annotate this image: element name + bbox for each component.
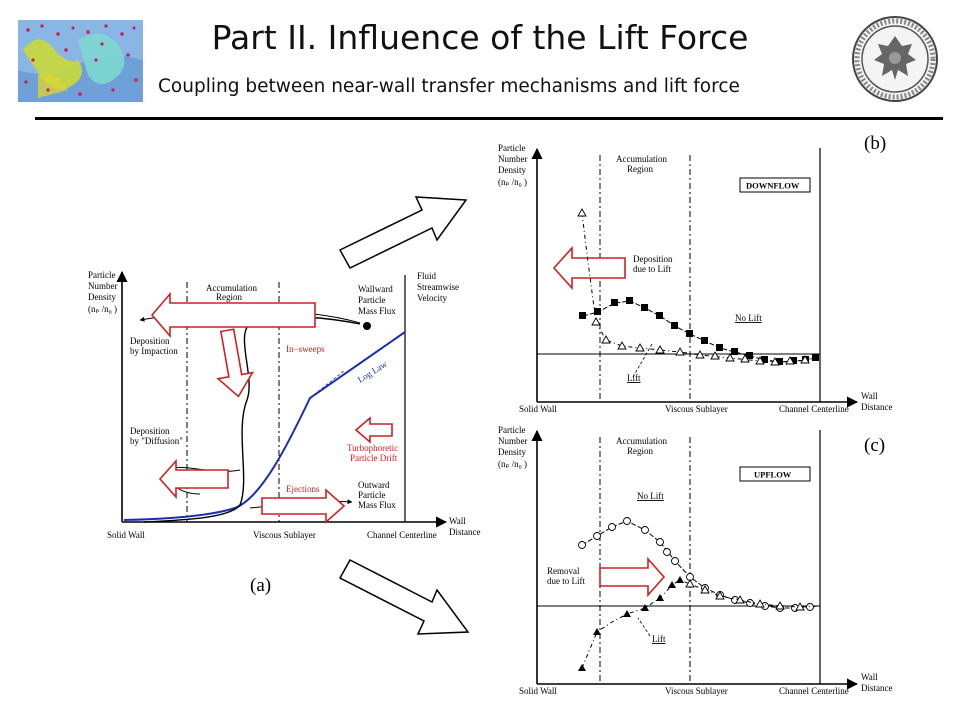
- panel-c-lift-pointer: [637, 617, 651, 637]
- panel-a-loglaw-extension: [309, 369, 346, 399]
- panel-b-dep-lift-1: Deposition: [633, 254, 673, 264]
- panel-c-x-viscous: Viscous Sublayer: [665, 686, 728, 696]
- panel-a-turbo-1: Turbophoretic: [347, 443, 398, 453]
- panel-c-accum-label-2: Region: [627, 446, 653, 456]
- panel-a-outward-3: Mass Flux: [358, 500, 396, 510]
- panel-a-wallward-label-1: Wallward: [358, 284, 393, 294]
- panel-a-x-viscous: Viscous Sublayer: [253, 530, 316, 540]
- panel-a-x-solid: Solid Wall: [107, 530, 145, 540]
- panel-b-lift-label: Lift: [627, 373, 641, 383]
- panel-c-lift-curve: [581, 579, 816, 669]
- panel-c-nolift-curve: [581, 520, 819, 609]
- page-subtitle: Coupling between near-wall transfer mech…: [158, 76, 740, 97]
- panel-a-ylabel-line2: Number: [88, 281, 118, 291]
- panel-a-ylabel-line1: Particle: [88, 270, 116, 280]
- panel-c-removal-2: due to Lift: [547, 576, 585, 586]
- panel-a-turbophoretic-red-arrow: [354, 416, 393, 444]
- panel-b-x-viscous: Viscous Sublayer: [665, 404, 728, 414]
- panel-b-deposition-red-arrow: [552, 245, 626, 291]
- panel-a-dep-diff-1: Deposition: [130, 426, 170, 436]
- panel-c-x-solid: Solid Wall: [519, 686, 557, 696]
- panel-c-lift-markers: [578, 576, 684, 671]
- panel-a-ylabel-line4: (nₚ /n₀ ): [88, 304, 117, 314]
- panel-b-x-wall-1: Wall: [861, 391, 878, 401]
- panel-a-accum-label-2: Region: [216, 292, 242, 302]
- panel-b-label: (b): [864, 133, 886, 154]
- panel-a-x-wall-2: Distance: [449, 527, 481, 537]
- panel-b: Particle Number Density (nₚ /n₀ ) Accumu…: [498, 133, 893, 414]
- panel-b-accum-label-1: Accumulation: [616, 154, 667, 164]
- panel-b-ylabel-line1: Particle: [498, 143, 526, 153]
- panel-c-accum-label-1: Accumulation: [616, 436, 667, 446]
- panel-b-x-solid: Solid Wall: [519, 404, 557, 414]
- panel-a-dep-impact-1: Deposition: [130, 336, 170, 346]
- panel-a-ejection-red-arrow: [261, 488, 346, 524]
- panel-c: Particle Number Density (nₚ /n₀ ) Accumu…: [498, 425, 893, 696]
- panel-a-wallward-label-3: Mass Flux: [358, 306, 396, 316]
- panel-a-fluid-label-3: Velocity: [417, 293, 447, 303]
- panel-a: Particle Number Density (nₚ /n₀ ) Accumu…: [88, 270, 481, 596]
- panel-b-ylabel-line3: Density: [498, 165, 526, 175]
- arrow-to-panel-b: [338, 196, 468, 269]
- panel-a-outward-2: Particle: [358, 490, 386, 500]
- panel-a-velocity-curve: [123, 331, 406, 521]
- panel-a-impaction-red-arrow: [150, 291, 316, 339]
- panel-b-lift-pointer: [632, 343, 653, 378]
- panel-b-nolift-label: No Lift: [735, 313, 762, 323]
- panel-c-removal-red-arrow: [599, 556, 666, 598]
- arrow-to-panel-c: [338, 559, 470, 635]
- panel-c-x-center: Channel Centerline: [779, 686, 849, 696]
- panel-a-turbo-2: Particle Drift: [350, 453, 398, 463]
- panel-a-ylabel-line3: Density: [88, 292, 116, 302]
- panel-a-outward-1: Outward: [358, 480, 390, 490]
- panel-c-flow-label: UPFLOW: [754, 470, 792, 480]
- panel-a-x-center: Channel Centerline: [367, 530, 437, 540]
- panel-a-dep-diff-2: by "Diffusion": [130, 436, 183, 446]
- panel-a-label: (a): [250, 575, 271, 596]
- panel-b-lift-curve: [581, 212, 816, 363]
- panel-b-flow-box: [739, 177, 811, 193]
- panel-b-accum-label-2: Region: [627, 164, 653, 174]
- panel-c-flow-box: [739, 466, 811, 482]
- panel-b-x-wall-2: Distance: [861, 402, 893, 412]
- panel-a-x-wall-1: Wall: [449, 516, 466, 526]
- panel-a-ejections-label: Ejections: [286, 484, 320, 494]
- panel-b-flow-label: DOWNFLOW: [746, 181, 800, 191]
- panel-a-insweep-red-arrow: [216, 328, 255, 398]
- panel-c-lift-hollow-markers: [685, 579, 805, 611]
- panel-c-nolift-markers: [578, 517, 814, 612]
- panel-a-wallward-label-2: Particle: [358, 295, 386, 305]
- panel-a-particle-dot: [363, 322, 371, 330]
- panel-a-diffusion-red-arrow: [158, 458, 229, 500]
- panel-a-fluid-label-2: Streamwise: [417, 282, 459, 292]
- panel-c-ylabel-line4: (nₚ /n₀ ): [498, 459, 527, 469]
- panel-a-fluid-label-1: Fluid: [417, 271, 437, 281]
- header-divider: [35, 117, 943, 120]
- panel-c-removal-1: Removal: [547, 566, 580, 576]
- panel-c-ylabel-line2: Number: [498, 436, 528, 446]
- panel-b-ylabel-line2: Number: [498, 154, 528, 164]
- panel-b-ylabel-line4: (nₚ /n₀ ): [498, 177, 527, 187]
- simulation-logo-image: [18, 20, 143, 102]
- panel-a-accum-label-1: Accumulation: [206, 283, 257, 293]
- panel-c-x-wall-1: Wall: [861, 672, 878, 682]
- panel-c-label: (c): [864, 435, 885, 456]
- panel-b-dep-lift-2: due to Lift: [633, 264, 671, 274]
- page-title: Part II. Influence of the Lift Force: [211, 18, 749, 57]
- panel-a-dep-impact-2: by Impaction: [130, 346, 178, 356]
- panel-c-ylabel-line1: Particle: [498, 425, 526, 435]
- panel-c-ylabel-line3: Density: [498, 447, 526, 457]
- panel-a-insweeps-label: In−sweeps: [286, 344, 325, 354]
- panel-c-lift-label: Lift: [652, 634, 666, 644]
- panel-c-x-wall-2: Distance: [861, 683, 893, 693]
- panel-c-nolift-label: No Lift: [637, 491, 664, 501]
- university-seal-image: [852, 16, 938, 102]
- panel-b-lift-markers: [577, 208, 810, 366]
- panel-b-x-center: Channel Centerline: [779, 404, 849, 414]
